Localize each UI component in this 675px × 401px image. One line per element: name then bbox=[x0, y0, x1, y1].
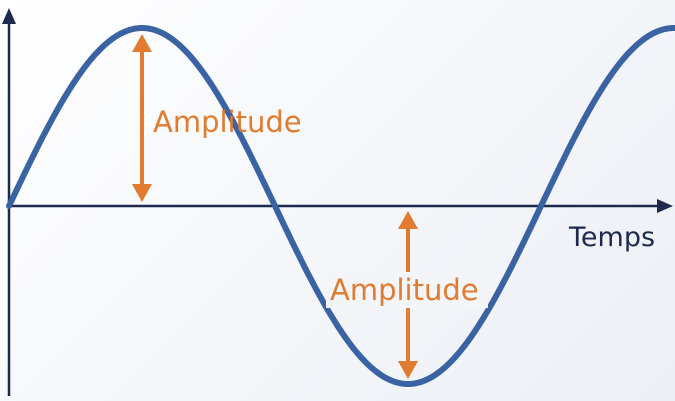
amplitude-label-top: Amplitude bbox=[153, 105, 302, 139]
sine-wave bbox=[6, 25, 675, 387]
amplitude-label-bottom-background bbox=[326, 272, 488, 308]
vertical-axis-arrowhead bbox=[2, 8, 16, 24]
amplitude-arrow-top bbox=[132, 34, 152, 202]
arrowhead-up-icon bbox=[398, 211, 418, 229]
arrowhead-up-icon bbox=[132, 34, 152, 52]
arrowhead-down-icon bbox=[132, 184, 152, 202]
time-axis-arrowhead bbox=[657, 199, 673, 213]
amplitude-label-bottom: Amplitude bbox=[330, 273, 479, 307]
time-axis-label: Temps bbox=[568, 222, 655, 253]
arrowhead-down-icon bbox=[398, 361, 418, 379]
